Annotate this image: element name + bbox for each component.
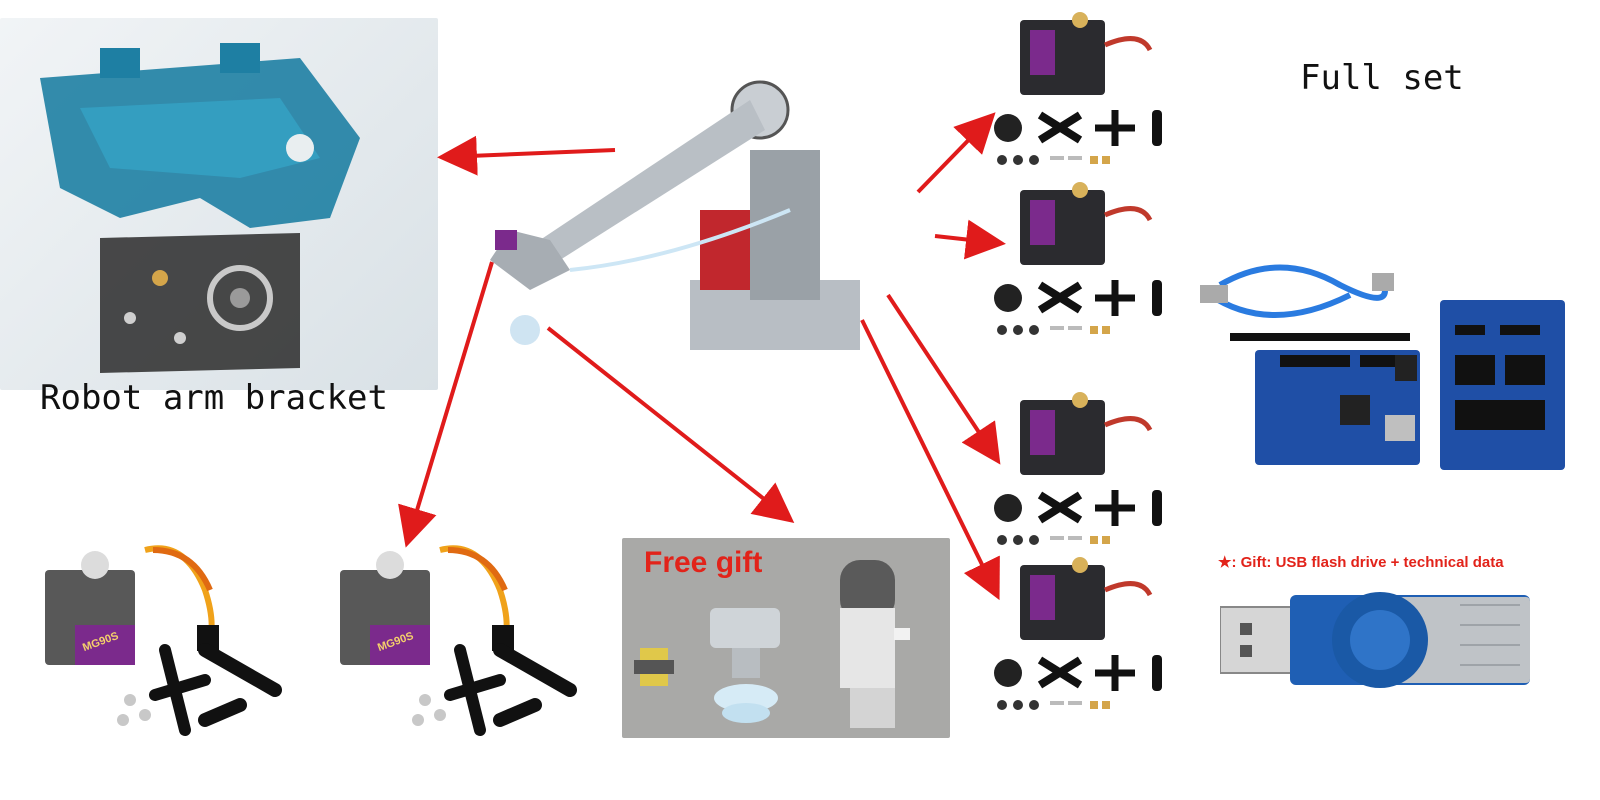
servo-icon (994, 557, 1162, 710)
bracket-bag-photo (0, 18, 438, 390)
controller-kit (1200, 255, 1570, 470)
servo-set-1 (990, 10, 1180, 175)
servo-set-2 (990, 180, 1180, 345)
bracket-parts-icon (40, 43, 360, 373)
micro-servo-set-2 (330, 530, 585, 745)
robot-arm-photo (470, 60, 910, 360)
arrow-to-servo-1 (916, 112, 996, 194)
usb-drive-photo (1220, 585, 1540, 695)
full-set-caption: Full set (1300, 58, 1464, 98)
servo-icon (45, 545, 282, 736)
arrow-to-servo-2 (934, 219, 1006, 260)
free-gift-title: Free gift (644, 546, 763, 579)
solenoid-valve-icon (634, 648, 674, 686)
usb-drive-icon (1220, 592, 1530, 688)
shield-board-icon (1440, 300, 1565, 470)
servo-icon (994, 182, 1162, 335)
usb-gift-caption: ★: Gift: USB flash drive + technical dat… (1218, 554, 1504, 571)
arm-icon (490, 80, 860, 350)
pin-header-icon (1230, 333, 1410, 341)
bracket-caption: Robot arm bracket (40, 378, 388, 418)
servo-icon (994, 12, 1162, 165)
servo-set-4 (990, 555, 1180, 720)
servo-icon (994, 392, 1162, 545)
servo-icon (340, 545, 577, 736)
pump-icon (840, 560, 910, 728)
suction-cup-icon (710, 608, 780, 723)
usb-cable-icon (1200, 264, 1394, 318)
free-gift-photo: Free gift (622, 538, 950, 738)
servo-set-3 (990, 390, 1180, 555)
micro-servo-set-1 (35, 530, 290, 745)
controller-board-icon (1255, 350, 1420, 465)
